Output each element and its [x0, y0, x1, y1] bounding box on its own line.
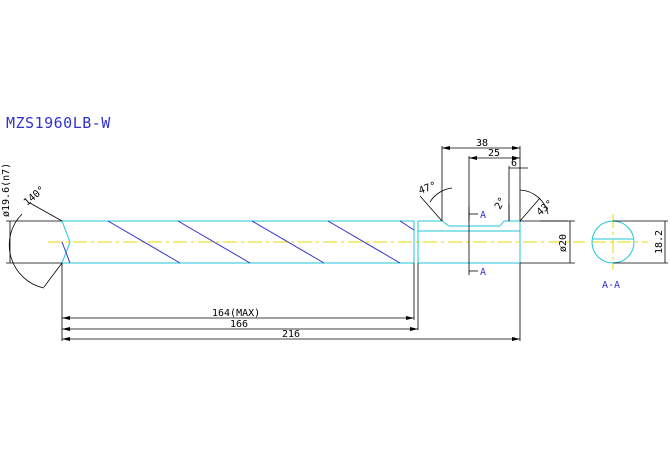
section-height-label: 18.2 — [654, 230, 665, 254]
flute-length-label: 166 — [230, 319, 248, 330]
angle-43-label: 43° — [535, 198, 556, 218]
flute-lines — [61, 220, 415, 264]
shank-38-label: 38 — [476, 138, 488, 149]
angle-2-label: 2° — [493, 196, 509, 212]
section-height-dimension — [613, 220, 668, 264]
flute-max-length-label: 164(MAX) — [212, 308, 260, 319]
point-angle-label: 140° — [22, 184, 48, 208]
overall-length-label: 216 — [282, 329, 300, 340]
part-number-title: MZS1960LB-W — [6, 114, 111, 132]
section-marker-bottom: A — [480, 267, 486, 278]
angle-47-label: 47° — [417, 180, 438, 197]
shank-25-label: 25 — [488, 148, 500, 159]
drill-body-outline — [61, 220, 521, 264]
shank-6-label: 6 — [511, 158, 517, 169]
body-diameter-label: ø19.6(n7) — [1, 163, 12, 217]
length-dimensions — [61, 263, 521, 341]
shank-diameter-label: ø20 — [558, 234, 569, 252]
point-angle-dimension — [6, 202, 63, 289]
section-label: A-A — [602, 280, 620, 291]
section-cut-line — [468, 207, 478, 275]
shank-diameter-dimension — [520, 220, 575, 264]
section-marker-top: A — [480, 210, 486, 221]
